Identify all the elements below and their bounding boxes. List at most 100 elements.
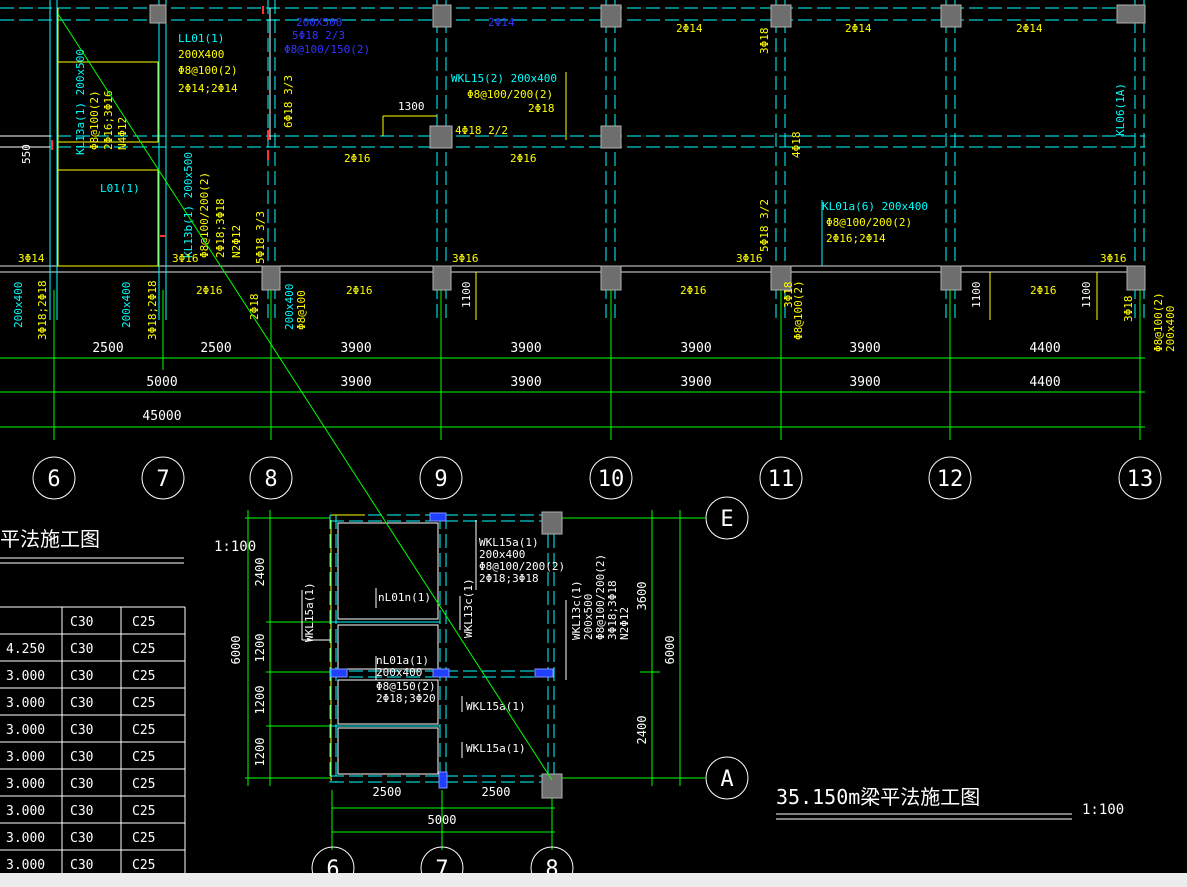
rebar-label[interactable]: 200x400	[1164, 306, 1177, 352]
dim-total[interactable]: 6000	[229, 636, 243, 665]
table-cell[interactable]: C25	[132, 750, 155, 765]
table-cell[interactable]: C25	[132, 669, 155, 684]
table-cell[interactable]: 3.000	[6, 777, 45, 792]
beam-label[interactable]: 200x400	[376, 666, 422, 679]
table-cell[interactable]: C30	[70, 615, 93, 630]
beam-label[interactable]: 2Φ18;3Φ20	[376, 692, 436, 705]
table-cell[interactable]: 4.250	[6, 642, 45, 657]
column[interactable]	[541, 773, 563, 799]
beam-label[interactable]: N2Φ12	[618, 607, 631, 640]
table-cell[interactable]: C30	[70, 831, 93, 846]
table-cell[interactable]: 3.000	[6, 669, 45, 684]
beam-label[interactable]: 200X400	[178, 48, 224, 61]
rebar-label[interactable]: 2Φ16	[344, 152, 371, 165]
table-cell[interactable]: C25	[132, 615, 155, 630]
column[interactable]	[261, 265, 281, 291]
rebar-label[interactable]: 3Φ18	[782, 282, 795, 309]
beam-node[interactable]	[429, 512, 447, 522]
beam-label[interactable]: Φ8@100/200(2)	[198, 172, 211, 258]
beam-label[interactable]: N2Φ12	[230, 225, 243, 258]
dim-value[interactable]: 2500	[482, 785, 511, 799]
column[interactable]	[940, 4, 962, 28]
rebar-label[interactable]: Φ8@100(2)	[792, 280, 805, 340]
beam-label[interactable]: 200X500	[296, 16, 342, 29]
rebar-label[interactable]: 3Φ18	[1122, 296, 1135, 323]
dim-value[interactable]: 3600	[635, 582, 649, 611]
beam-label[interactable]: Φ8@100/200(2)	[594, 554, 607, 640]
dim-value[interactable]: 2400	[253, 558, 267, 587]
dimension-label[interactable]: 1100	[460, 282, 473, 309]
rebar-label[interactable]: 3Φ18;2Φ18	[146, 280, 159, 340]
beam-label[interactable]: Φ8@100/150(2)	[284, 43, 370, 56]
rebar-label[interactable]: 2Φ16	[346, 284, 373, 297]
beam-label[interactable]: KL13a(1) 200x500	[74, 49, 87, 155]
table-cell[interactable]: C30	[70, 750, 93, 765]
beam-label[interactable]: 5Φ18 2/3	[292, 29, 345, 42]
dim-total[interactable]: 45000	[142, 409, 181, 424]
table-cell[interactable]: C25	[132, 723, 155, 738]
dim-value[interactable]: 1200	[253, 634, 267, 663]
beam-label[interactable]: 200x500	[582, 594, 595, 640]
beam-label[interactable]: 2Φ18	[528, 102, 555, 115]
column[interactable]	[149, 4, 167, 24]
column[interactable]	[600, 125, 622, 149]
beam-label[interactable]: KL13b(1) 200x500	[182, 152, 195, 258]
beam-label[interactable]: Φ8@100/200(2)	[826, 216, 912, 229]
dim-value[interactable]: 4400	[1029, 375, 1060, 390]
beam-node[interactable]	[438, 771, 448, 789]
axis-bubble[interactable]: A	[705, 756, 749, 800]
dim-value[interactable]: 3900	[849, 341, 880, 356]
rebar-label[interactable]: 5Φ18 3/2	[758, 199, 771, 252]
table-cell[interactable]: C25	[132, 804, 155, 819]
dim-value[interactable]: 3900	[680, 341, 711, 356]
rebar-label[interactable]: 4Φ18	[790, 132, 803, 159]
beam-label[interactable]: Φ8@100(2)	[88, 90, 101, 150]
dim-value[interactable]: 1200	[253, 738, 267, 767]
beam-label[interactable]: 4Φ18 2/2	[455, 124, 508, 137]
table-cell[interactable]: C30	[70, 642, 93, 657]
beam-label[interactable]: 2Φ14;2Φ14	[178, 82, 238, 95]
rebar-label[interactable]: 3Φ16	[736, 252, 763, 265]
dim-value[interactable]: 1200	[253, 686, 267, 715]
beam-label[interactable]: 200x400	[479, 548, 525, 561]
table-cell[interactable]: 3.000	[6, 804, 45, 819]
rebar-label[interactable]: 2Φ16	[1030, 284, 1057, 297]
rebar-label[interactable]: 2Φ14	[488, 16, 515, 29]
dim-total[interactable]: 5000	[428, 813, 457, 827]
beam-node[interactable]	[534, 668, 554, 678]
beam-node[interactable]	[432, 668, 450, 678]
beam-label[interactable]: Φ8@100(2)	[178, 64, 238, 77]
rebar-label[interactable]: 3Φ18;2Φ18	[36, 280, 49, 340]
rebar-label[interactable]: 2Φ14	[1016, 22, 1043, 35]
rebar-label[interactable]: 2Φ14	[845, 22, 872, 35]
rebar-label[interactable]: 6Φ18 3/3	[282, 75, 295, 128]
table-cell[interactable]: C25	[132, 777, 155, 792]
table-cell[interactable]: 3.000	[6, 831, 45, 846]
dimension-label[interactable]: 1300	[398, 100, 425, 113]
beam-label[interactable]: WKL13c(1)	[462, 578, 475, 638]
dim-value[interactable]: 3900	[849, 375, 880, 390]
table-cell[interactable]: C25	[132, 831, 155, 846]
axis-bubble[interactable]: 6	[32, 456, 76, 500]
dim-value[interactable]: 3900	[340, 341, 371, 356]
rebar-label[interactable]: 2Φ16	[510, 152, 537, 165]
rebar-label[interactable]: 3Φ16	[1100, 252, 1127, 265]
table-cell[interactable]: 3.000	[6, 696, 45, 711]
axis-bubble[interactable]: E	[705, 496, 749, 540]
axis-bubble[interactable]: 10	[589, 456, 633, 500]
axis-bubble[interactable]: 11	[759, 456, 803, 500]
dimension-label[interactable]: 1100	[970, 282, 983, 309]
rebar-label[interactable]: 3Φ16	[172, 252, 199, 265]
axis-bubble[interactable]: 12	[928, 456, 972, 500]
beam-label[interactable]: KL01a(6) 200x400	[822, 200, 928, 213]
dim-value[interactable]: 2500	[200, 341, 231, 356]
table-cell[interactable]: C25	[132, 642, 155, 657]
beam-label[interactable]: WKL15a(1)	[466, 742, 526, 755]
dim-value[interactable]: 2500	[373, 785, 402, 799]
beam-node[interactable]	[330, 668, 348, 678]
column[interactable]	[1116, 4, 1146, 24]
axis-bubble[interactable]: 8	[249, 456, 293, 500]
table-cell[interactable]: C30	[70, 858, 93, 873]
table-cell[interactable]: 3.000	[6, 750, 45, 765]
beam-label[interactable]: KL06(1A)	[1114, 83, 1127, 136]
